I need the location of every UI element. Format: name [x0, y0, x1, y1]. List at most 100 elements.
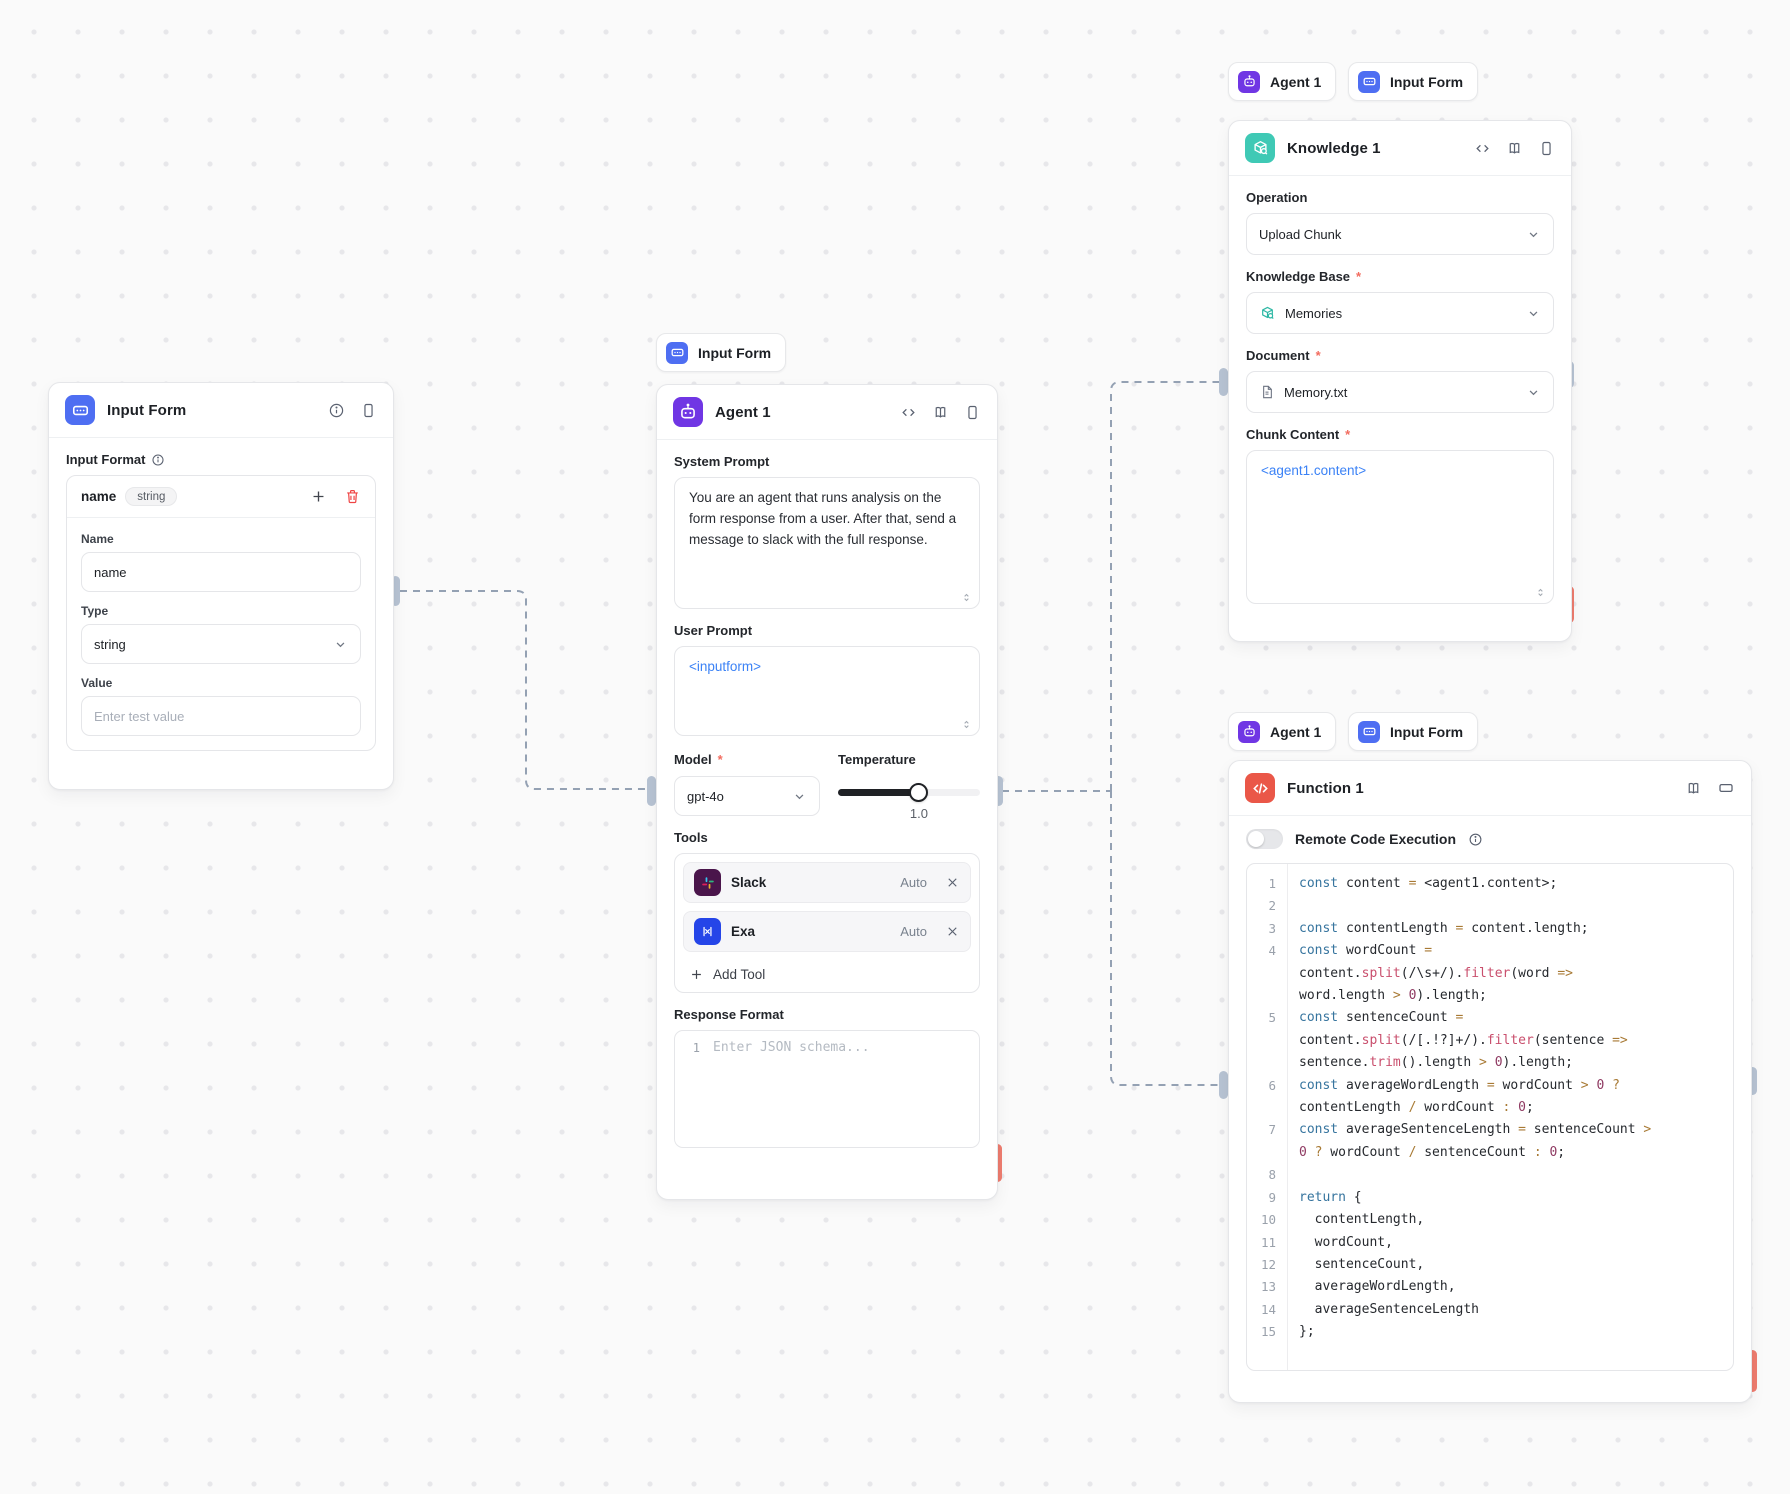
slider-fill — [838, 789, 919, 796]
code-line[interactable]: 0 ? wordCount / sentenceCount : 0; — [1299, 1144, 1566, 1160]
resize-handle-icon[interactable] — [1535, 587, 1546, 598]
tool-row-slack[interactable]: Slack Auto — [683, 862, 971, 903]
remove-tool-button[interactable] — [945, 924, 960, 939]
operation-select[interactable]: Upload Chunk — [1246, 213, 1554, 255]
chip-label: Agent 1 — [1270, 73, 1322, 90]
code-line[interactable]: 14 averageSentenceLength — [1260, 1301, 1480, 1317]
wire-branch-to-function — [1110, 791, 1220, 1086]
code-line[interactable]: 11 wordCount, — [1260, 1234, 1393, 1250]
system-prompt-label: System Prompt — [674, 454, 770, 469]
chip-input-form-above-function[interactable]: Input Form — [1348, 712, 1479, 751]
remove-tool-button[interactable] — [945, 875, 960, 890]
response-format-editor[interactable]: 1 Enter JSON schema... — [674, 1030, 980, 1148]
value-input[interactable]: Enter test value — [81, 696, 361, 736]
temperature-slider[interactable]: 1.0 — [838, 776, 980, 821]
docs-book-icon[interactable] — [1685, 780, 1702, 797]
resize-handle-icon[interactable] — [961, 719, 972, 730]
function-error-handle[interactable] — [1748, 1350, 1757, 1392]
node-title: Agent 1 — [715, 403, 771, 421]
agent-header: Agent 1 — [657, 385, 997, 440]
document-select[interactable]: Memory.txt — [1246, 371, 1554, 413]
node-title: Knowledge 1 — [1287, 139, 1381, 157]
chunk-content-textarea[interactable]: <agent1.content> — [1246, 450, 1554, 604]
tool-row-exa[interactable]: Exa Auto — [683, 911, 971, 952]
agent-input-handle[interactable] — [647, 776, 656, 806]
mobile-preview-icon[interactable] — [964, 404, 981, 421]
chip-agent-above-function[interactable]: Agent 1 — [1228, 712, 1337, 751]
user-prompt-label: User Prompt — [674, 623, 753, 638]
code-line[interactable]: 8 — [1268, 1167, 1276, 1183]
code-line[interactable]: 2 — [1268, 898, 1276, 914]
chip-input-form-above-knowledge[interactable]: Input Form — [1348, 62, 1479, 101]
required-marker: * — [1345, 427, 1351, 442]
knowledge-base-select[interactable]: Memories — [1246, 292, 1554, 334]
chevron-down-icon — [1526, 227, 1541, 242]
chip-agent-above-knowledge[interactable]: Agent 1 — [1228, 62, 1337, 101]
wire-inputform-to-agent — [400, 590, 646, 790]
code-line[interactable]: contentLength / wordCount : 0; — [1299, 1100, 1534, 1116]
add-field-button[interactable] — [310, 488, 327, 505]
tool-mode: Auto — [900, 924, 927, 939]
inputform-output-handle[interactable] — [391, 576, 400, 606]
add-tool-button[interactable]: Add Tool — [683, 960, 971, 984]
name-input[interactable]: name — [81, 552, 361, 592]
node-knowledge[interactable]: Knowledge 1 Operation Upload Chunk — [1228, 120, 1572, 642]
type-label: Type — [81, 604, 109, 618]
chip-input-form-above-agent[interactable]: Input Form — [656, 333, 787, 372]
tool-name: Slack — [731, 875, 767, 890]
exa-icon — [694, 918, 721, 945]
memories-cube-icon — [1259, 305, 1276, 322]
type-select[interactable]: string — [81, 624, 361, 664]
input-form-icon — [1358, 720, 1380, 743]
code-line[interactable]: content.split(/[.!?]+/).filter(sentence … — [1299, 1032, 1628, 1048]
document-label: Document — [1246, 348, 1310, 363]
system-prompt-textarea[interactable]: You are an agent that runs analysis on t… — [674, 477, 980, 609]
delete-field-button[interactable] — [344, 488, 361, 505]
remote-code-toggle[interactable] — [1246, 829, 1283, 849]
expand-window-icon[interactable] — [1717, 779, 1735, 797]
agent-output-handle[interactable] — [994, 776, 1003, 806]
code-line[interactable]: content.split(/\s+/).filter(word => — [1299, 965, 1573, 981]
code-line[interactable]: 12 sentenceCount, — [1260, 1256, 1425, 1272]
slider-thumb[interactable] — [908, 783, 928, 802]
code-line[interactable]: sentence.trim().length > 0).length; — [1299, 1055, 1573, 1071]
model-select[interactable]: gpt-4o — [674, 776, 820, 816]
info-icon[interactable] — [328, 402, 345, 419]
required-marker: * — [717, 752, 723, 767]
code-line[interactable]: 15}; — [1260, 1324, 1315, 1340]
input-form-header: Input Form — [49, 383, 393, 438]
code-line[interactable]: word.length > 0).length; — [1299, 988, 1487, 1004]
resize-handle-icon[interactable] — [961, 592, 972, 603]
knowledge-header: Knowledge 1 — [1229, 121, 1571, 176]
function-output-handle[interactable] — [1748, 1067, 1757, 1095]
code-line[interactable]: 13 averageWordLength, — [1260, 1279, 1456, 1295]
mobile-preview-icon[interactable] — [1538, 140, 1555, 157]
info-icon[interactable] — [1468, 832, 1483, 847]
knowledge-input-handle[interactable] — [1219, 368, 1228, 396]
code-view-icon[interactable] — [1474, 140, 1491, 157]
node-function[interactable]: Function 1 Remote Code Execution 1 — [1228, 760, 1752, 1403]
code-line[interactable]: 10 contentLength, — [1260, 1212, 1425, 1228]
chip-label: Input Form — [1390, 73, 1464, 90]
agent-robot-icon — [1238, 720, 1260, 743]
user-prompt-textarea[interactable]: <inputform> — [674, 646, 980, 736]
node-agent[interactable]: Agent 1 System Prompt You are an agent t… — [656, 384, 998, 1200]
docs-book-icon[interactable] — [1506, 140, 1523, 157]
docs-book-icon[interactable] — [932, 404, 949, 421]
chip-label: Input Form — [698, 344, 772, 361]
function-input-handle[interactable] — [1219, 1071, 1228, 1099]
mobile-preview-icon[interactable] — [360, 402, 377, 419]
info-icon[interactable] — [151, 453, 165, 467]
code-view-icon[interactable] — [900, 404, 917, 421]
model-label: Model — [674, 752, 712, 767]
node-input-form[interactable]: Input Form Input Format name st — [48, 382, 394, 790]
